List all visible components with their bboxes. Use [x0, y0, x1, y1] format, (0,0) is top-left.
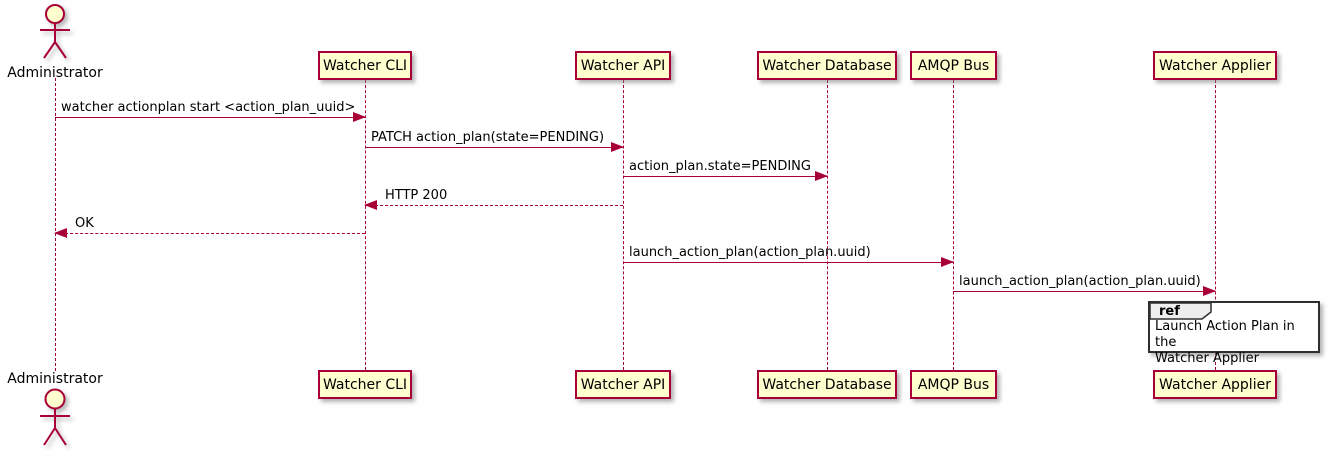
actor-icon — [40, 4, 70, 59]
message-7-label: launch_action_plan(action_plan.uuid) — [959, 274, 1201, 289]
ref-fragment: ref Launch Action Plan in the Watcher Ap… — [1148, 301, 1320, 366]
arrowhead-left-icon — [54, 228, 67, 238]
message-6: launch_action_plan(action_plan.uuid) — [623, 245, 954, 267]
arrowhead-left-icon — [364, 200, 377, 210]
message-1: watcher actionplan start <action_plan_uu… — [55, 100, 366, 122]
participant-label-administrator: Administrator — [7, 65, 103, 81]
message-5-arrow — [54, 228, 365, 238]
actor-administrator-top: Administrator — [0, 4, 110, 81]
participant-box-watcher-api-bottom: Watcher API — [575, 370, 671, 399]
arrowhead-right-icon — [941, 257, 954, 267]
participant-box-watcher-applier-top: Watcher Applier — [1153, 51, 1277, 80]
arrowhead-right-icon — [1203, 286, 1216, 296]
ref-keyword: ref — [1159, 304, 1180, 319]
message-3: action_plan.state=PENDING — [623, 159, 828, 181]
message-3-label: action_plan.state=PENDING — [629, 159, 811, 174]
message-4-arrow — [364, 200, 623, 210]
participant-box-watcher-applier-bottom: Watcher Applier — [1153, 370, 1277, 399]
message-2-label: PATCH action_plan(state=PENDING) — [371, 130, 605, 145]
participant-box-watcher-api-top: Watcher API — [575, 51, 671, 80]
message-5-label: OK — [75, 216, 94, 231]
participant-box-watcher-database-bottom: Watcher Database — [757, 370, 897, 399]
ref-text: Launch Action Plan in the Watcher Applie… — [1155, 319, 1295, 366]
message-5: OK — [54, 216, 365, 238]
message-1-label: watcher actionplan start <action_plan_uu… — [61, 100, 356, 115]
message-1-arrow — [55, 112, 366, 122]
message-6-arrow — [623, 257, 954, 267]
participant-box-watcher-database-top: Watcher Database — [757, 51, 897, 80]
message-2-arrow — [365, 142, 624, 152]
lifeline-administrator — [54, 78, 56, 371]
participant-box-watcher-cli-top: Watcher CLI — [318, 51, 412, 80]
actor-administrator-bottom: Administrator — [0, 371, 110, 453]
arrowhead-right-icon — [815, 171, 828, 181]
message-4-label: HTTP 200 — [385, 188, 448, 203]
participant-box-watcher-cli-bottom: Watcher CLI — [318, 370, 412, 399]
participant-label-administrator: Administrator — [7, 371, 103, 387]
message-2: PATCH action_plan(state=PENDING) — [365, 130, 624, 152]
arrowhead-right-icon — [353, 112, 366, 122]
message-4: HTTP 200 — [364, 188, 623, 210]
lifeline-watcher-api — [622, 80, 624, 370]
actor-icon — [40, 388, 70, 446]
participant-box-amqp-bus-top: AMQP Bus — [910, 51, 997, 80]
message-7-arrow — [953, 286, 1216, 296]
message-6-label: launch_action_plan(action_plan.uuid) — [629, 245, 871, 260]
participant-box-amqp-bus-bottom: AMQP Bus — [910, 370, 997, 399]
arrowhead-right-icon — [611, 142, 624, 152]
message-3-arrow — [623, 171, 828, 181]
lifeline-watcher-database — [826, 80, 828, 370]
lifeline-amqp-bus — [953, 80, 954, 370]
lifeline-watcher-cli — [364, 80, 366, 370]
message-7: launch_action_plan(action_plan.uuid) — [953, 274, 1216, 296]
ref-pentagon-icon — [1149, 302, 1212, 320]
lifeline-watcher-applier — [1214, 80, 1216, 370]
